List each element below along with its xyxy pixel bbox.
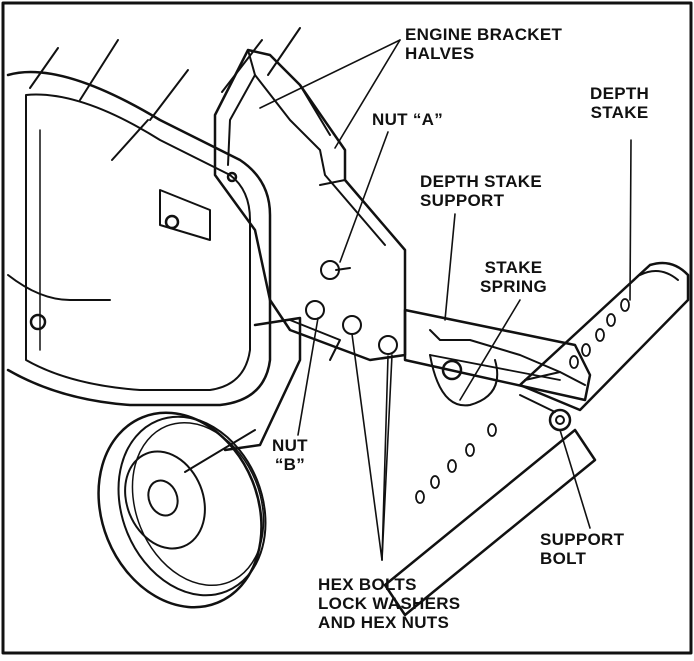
depth-stake — [383, 261, 690, 617]
label-hex-bolts: HEX BOLTS LOCK WASHERS AND HEX NUTS — [318, 575, 460, 632]
label-line: BOLT — [540, 549, 587, 568]
label-stake-spring: STAKE SPRING — [480, 258, 547, 296]
engine-bracket — [213, 48, 407, 362]
label-line: “B” — [274, 455, 306, 474]
leader-lines — [259, 39, 632, 561]
support-bolt — [519, 394, 572, 432]
label-line: STAKE — [590, 103, 649, 122]
label-line: SUPPORT — [540, 530, 625, 549]
label-line: DEPTH STAKE — [420, 172, 542, 191]
label-nut-a: NUT “A” — [372, 110, 443, 129]
label-line: ENGINE BRACKET — [405, 25, 563, 44]
label-line: AND HEX NUTS — [318, 613, 450, 632]
wheel — [97, 411, 267, 609]
label-line: DEPTH — [590, 84, 650, 103]
label-depth-stake: DEPTH STAKE — [590, 84, 649, 122]
label-line: LOCK WASHERS — [318, 594, 461, 613]
label-engine-bracket-halves: ENGINE BRACKET HALVES — [405, 25, 562, 63]
label-line: HALVES — [405, 44, 475, 63]
label-depth-stake-support: DEPTH STAKE SUPPORT — [420, 172, 542, 210]
label-line: HEX BOLTS — [318, 575, 417, 594]
label-line: NUT “A” — [372, 110, 444, 129]
stake-spring — [429, 354, 586, 407]
label-support-bolt: SUPPORT BOLT — [540, 530, 624, 568]
label-line: SPRING — [480, 277, 547, 296]
tine-lines — [29, 27, 301, 161]
depth-stake-support — [403, 308, 592, 402]
engine-housing — [6, 70, 272, 407]
label-line: NUT — [272, 436, 308, 455]
axle-arm — [223, 316, 341, 452]
label-line: STAKE — [484, 258, 543, 277]
label-nut-b: NUT “B” — [272, 436, 308, 474]
label-line: SUPPORT — [420, 191, 505, 210]
